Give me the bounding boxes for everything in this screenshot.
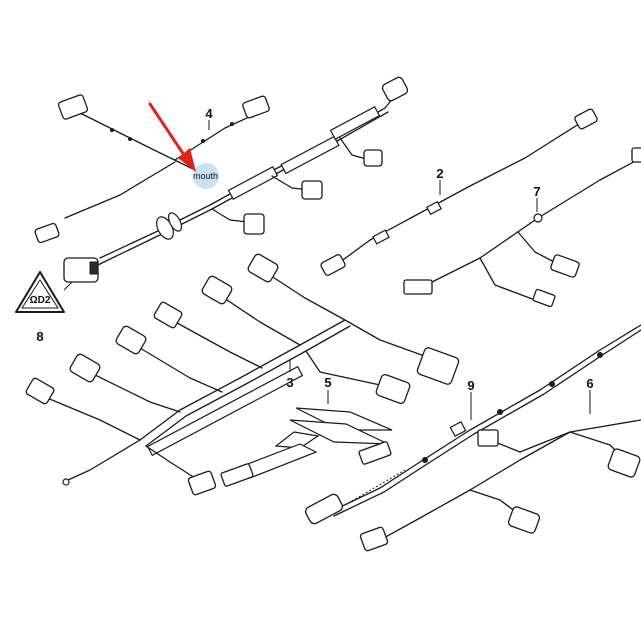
connector bbox=[477, 429, 499, 447]
connector bbox=[242, 95, 270, 119]
connector bbox=[115, 325, 147, 355]
callout-7: 7 bbox=[533, 184, 540, 199]
callout-5: 5 bbox=[324, 375, 331, 390]
connector bbox=[247, 253, 279, 283]
connector bbox=[532, 288, 556, 308]
connector bbox=[220, 463, 254, 487]
connector bbox=[243, 213, 265, 235]
connector bbox=[320, 254, 346, 276]
callout-4: 4 bbox=[205, 106, 213, 121]
connector bbox=[631, 147, 641, 163]
connector bbox=[607, 448, 641, 478]
connector bbox=[301, 180, 323, 200]
connector bbox=[358, 441, 392, 465]
callout-2: 2 bbox=[436, 166, 443, 181]
connector bbox=[34, 222, 60, 244]
connector bbox=[359, 526, 389, 552]
warning-label-text: ΩD2 bbox=[30, 295, 51, 306]
connector bbox=[507, 506, 541, 534]
callout-6: 6 bbox=[586, 376, 593, 391]
connector bbox=[153, 301, 183, 329]
connector bbox=[403, 279, 433, 295]
connector bbox=[25, 377, 55, 405]
connector bbox=[57, 94, 89, 120]
flat-cable-5 bbox=[220, 407, 393, 487]
callout-3: 3 bbox=[286, 375, 293, 390]
connector bbox=[187, 470, 217, 496]
warning-label-8: ΩD2 bbox=[15, 271, 73, 313]
annotation-label: mouth bbox=[193, 171, 218, 181]
connector bbox=[304, 493, 344, 525]
harness-2 bbox=[320, 108, 598, 276]
connector bbox=[201, 275, 233, 305]
connector bbox=[381, 76, 409, 102]
harness-main-upper bbox=[63, 76, 409, 283]
callout-9: 9 bbox=[467, 378, 474, 393]
annotation-arrow: mouth bbox=[148, 102, 219, 189]
harness-4 bbox=[34, 94, 270, 244]
harness-3 bbox=[25, 253, 460, 496]
highlight-dot bbox=[193, 163, 219, 189]
connector bbox=[363, 149, 383, 167]
connector bbox=[550, 254, 580, 278]
connector bbox=[375, 374, 411, 404]
connector bbox=[416, 347, 460, 385]
callout-8: 8 bbox=[36, 329, 43, 344]
harness-7 bbox=[403, 147, 641, 308]
harness-9 bbox=[304, 324, 641, 525]
harness-6 bbox=[359, 419, 641, 552]
connector bbox=[69, 353, 101, 383]
connector bbox=[574, 108, 598, 130]
